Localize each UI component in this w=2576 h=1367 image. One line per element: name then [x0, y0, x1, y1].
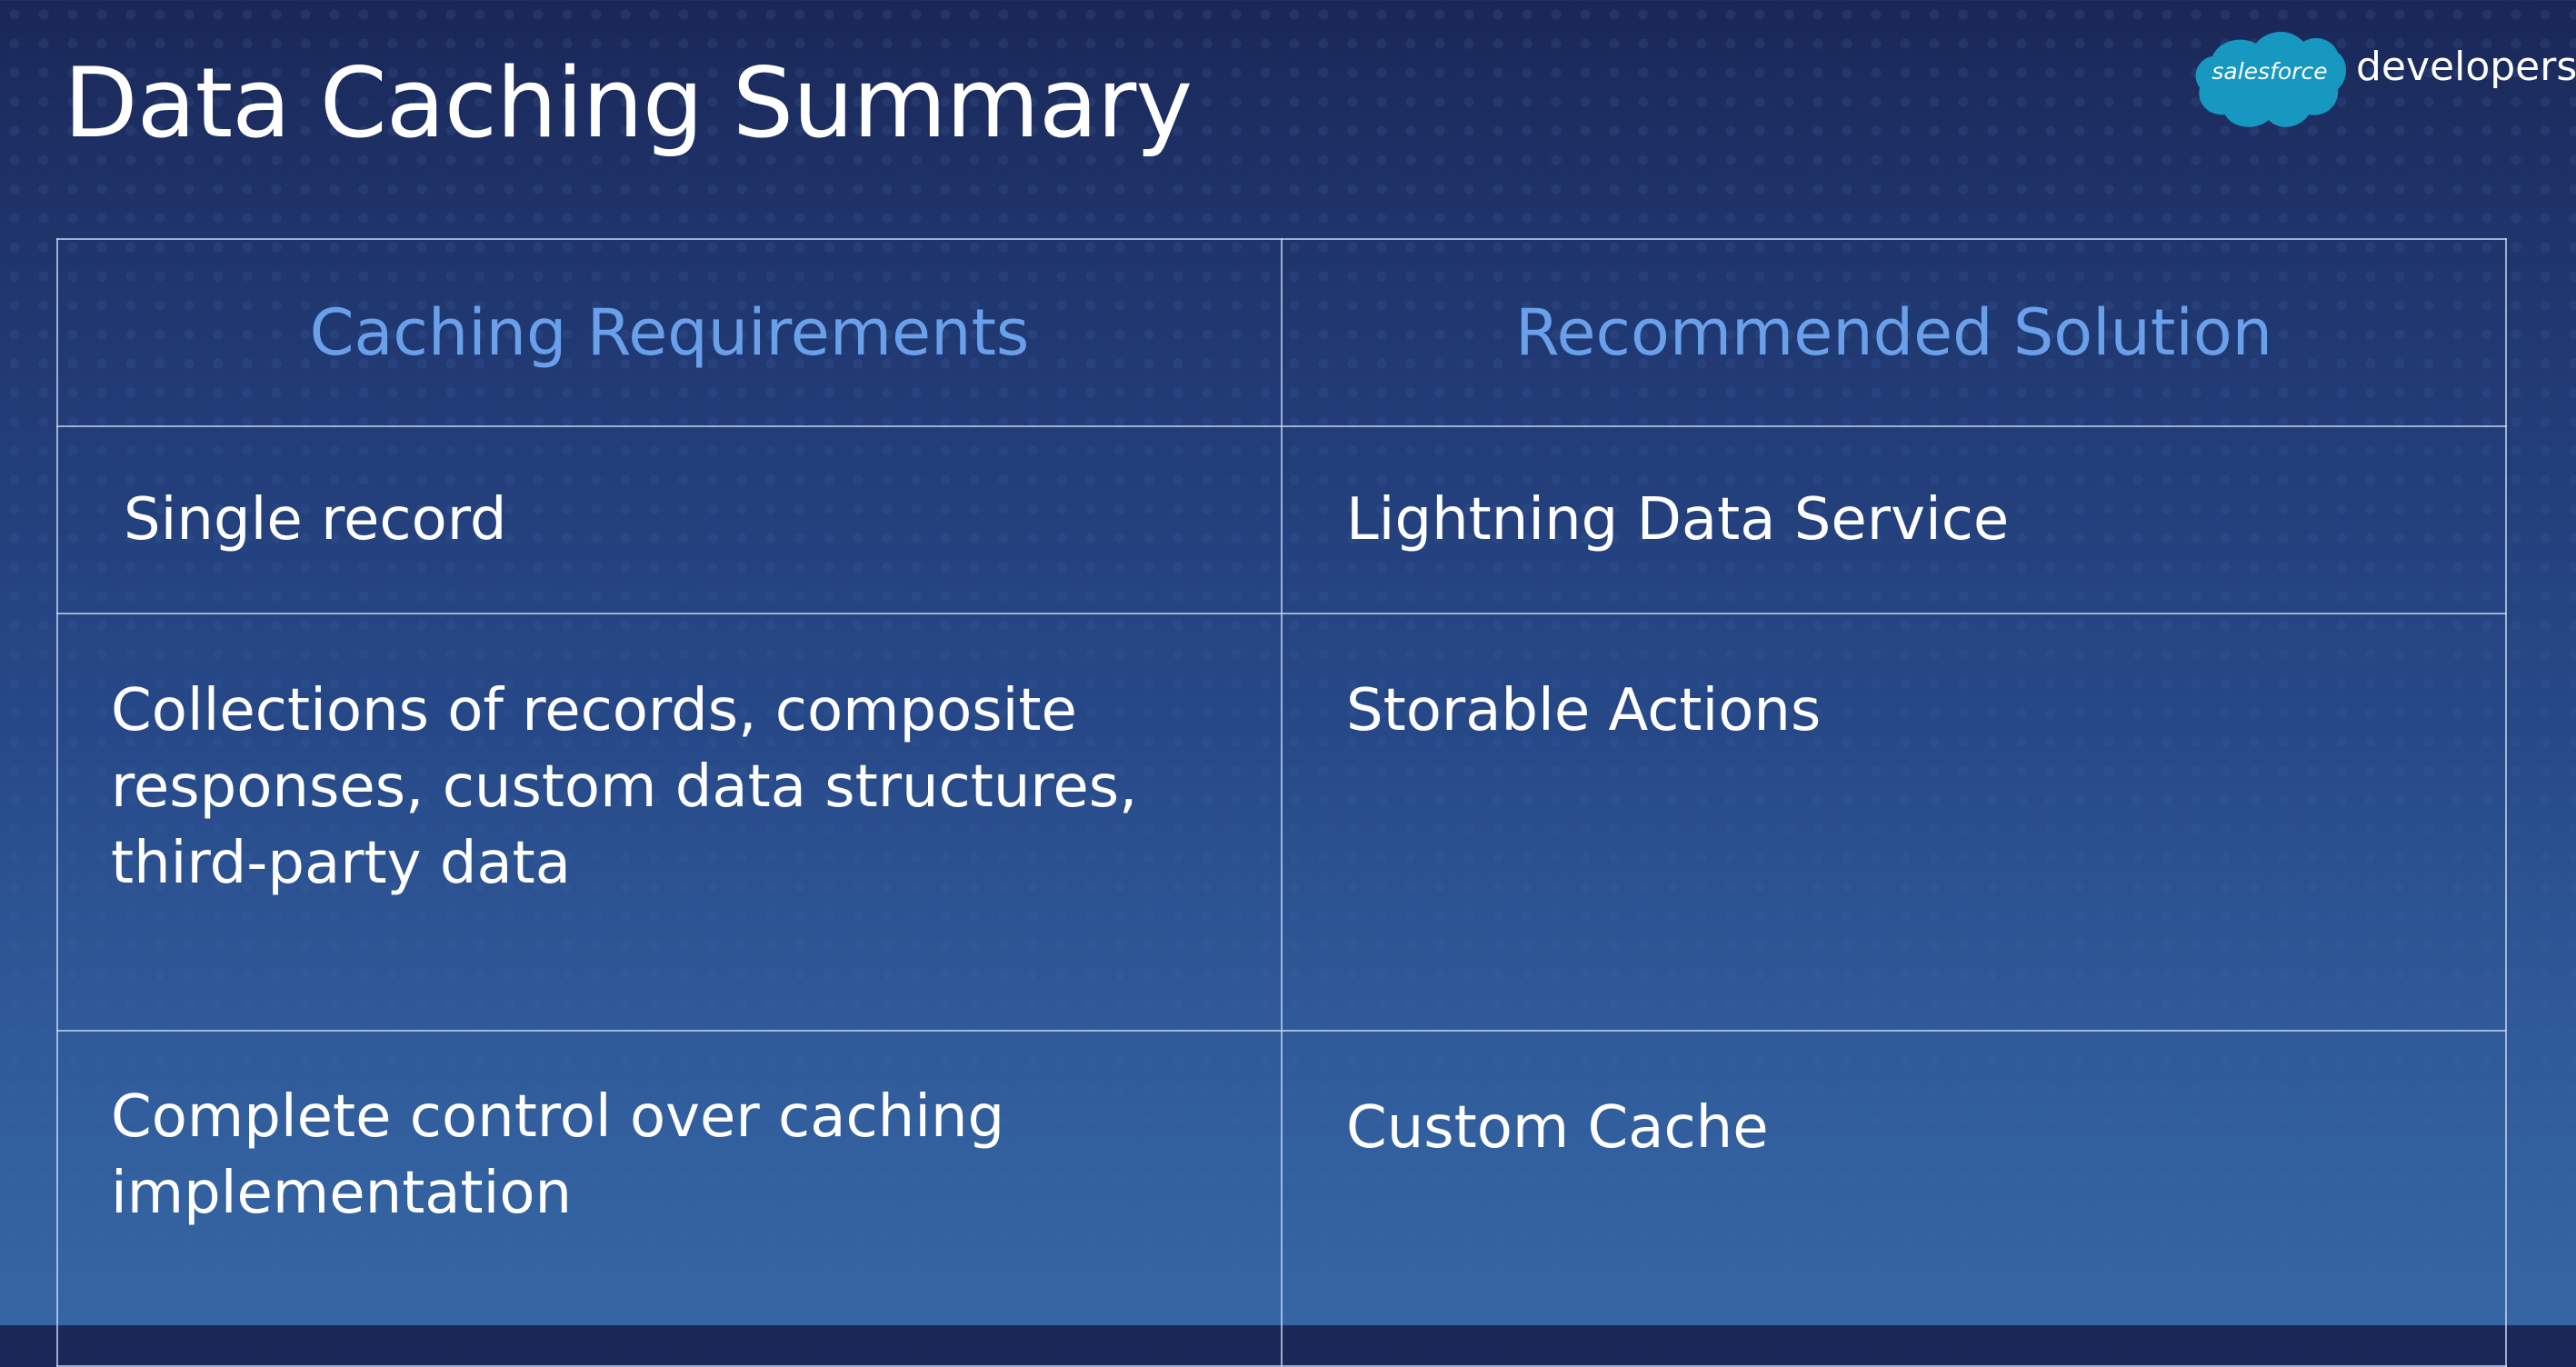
table-row: Single record Lightning Data Service [56, 425, 2507, 614]
requirement-cell: Single record [56, 425, 1283, 614]
solution-cell: Lightning Data Service [1281, 425, 2507, 614]
table-header-row: Caching Requirements Recommended Solutio… [56, 238, 2507, 427]
solution-cell: Storable Actions [1281, 613, 2507, 1032]
slide-title: Data Caching Summary [64, 47, 1193, 159]
requirement-cell: Collections of records, composite respon… [56, 613, 1283, 1032]
salesforce-cloud-icon [2195, 31, 2346, 127]
brand-wordmark: developers [2356, 44, 2576, 90]
header-caching-requirements: Caching Requirements [56, 238, 1283, 427]
brand-cloud-text: salesforce [2212, 58, 2328, 85]
header-recommended-solution: Recommended Solution [1281, 238, 2507, 427]
table-row: Collections of records, composite respon… [56, 613, 2507, 1032]
requirement-cell: Complete control over caching implementa… [56, 1030, 1283, 1367]
solution-cell: Custom Cache [1281, 1030, 2507, 1367]
table-row: Complete control over caching implementa… [56, 1030, 2507, 1367]
caching-summary-table: Caching Requirements Recommended Solutio… [56, 238, 2507, 1367]
brand-logo: salesforce developers [2192, 24, 2576, 133]
